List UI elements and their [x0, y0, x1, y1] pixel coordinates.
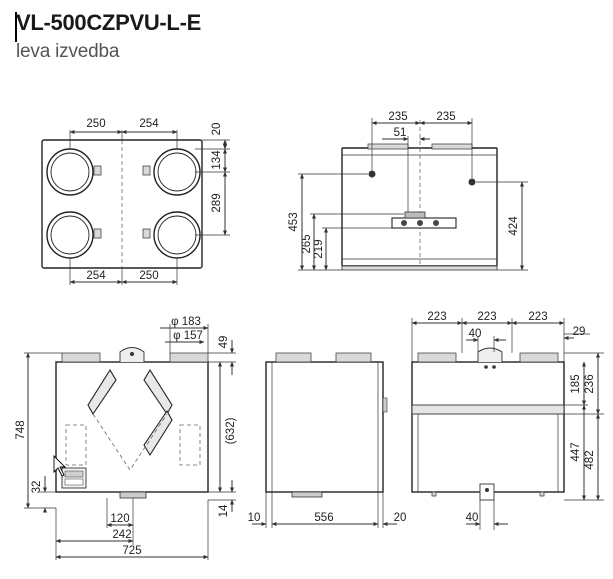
dim-right-view-236: 236 — [584, 374, 596, 393]
dim-front-view-top-49: 49 — [218, 336, 230, 349]
duct-collar-bottom-right — [153, 211, 201, 259]
dim-middle-view-10: 10 — [248, 512, 261, 524]
dim-side-view-right-1: 424 — [508, 216, 520, 236]
dim-top-view-bottom-1: 254 — [86, 270, 106, 282]
side-view-flange — [431, 143, 473, 150]
dim-top-view-right-2: 134 — [211, 150, 223, 170]
mount-hole-icon — [468, 178, 476, 186]
dim-top-view-top-1: 250 — [86, 118, 105, 130]
mount-hole-icon — [368, 170, 376, 178]
dim-top-view-bottom-2: 250 — [139, 270, 158, 282]
dim-right-view-482: 482 — [584, 450, 596, 469]
dim-middle-view-556: 556 — [314, 512, 333, 524]
front-view-collar — [61, 352, 101, 363]
front-view-collar — [169, 352, 209, 363]
label-plate-icon — [93, 165, 102, 176]
dim-right-view-top-3: 223 — [528, 311, 547, 323]
dim-front-view-bottom-120: 120 — [110, 513, 129, 525]
top-view: 250 254 254 250 20 134 289 — [41, 118, 230, 285]
side-view-bracket — [391, 211, 457, 229]
dim-right-view-185: 185 — [570, 374, 582, 393]
dim-right-view-top-40: 40 — [469, 328, 482, 340]
dim-top-view-right-3: 289 — [211, 193, 223, 212]
middle-view-housing — [265, 361, 384, 493]
side-view-housing — [341, 147, 498, 267]
dim-right-view-bottom-40: 40 — [466, 512, 479, 524]
dim-right-view-447: 447 — [570, 442, 582, 461]
dim-front-view-bottom-242: 242 — [112, 529, 131, 541]
front-view-heat-exchanger-right-lower — [143, 409, 173, 457]
dim-front-view-left-748: 748 — [15, 420, 27, 439]
dim-front-view-phi-157: φ 157 — [173, 330, 203, 342]
dim-side-view-left-3: 219 — [313, 239, 325, 258]
label-plate-icon — [142, 228, 151, 239]
duct-collar-top-right — [153, 148, 201, 196]
label-plate-icon — [142, 165, 151, 176]
dim-middle-view-20: 20 — [394, 512, 407, 524]
dim-top-view-top-2: 254 — [139, 118, 159, 130]
dim-side-view-top-3: 51 — [394, 127, 407, 139]
middle-view-collar — [335, 352, 372, 363]
mouse-pointer-icon — [53, 454, 67, 477]
side-view-flange — [367, 143, 409, 150]
text-caret — [15, 12, 17, 42]
duct-collar-bottom-left — [46, 211, 94, 259]
label-plate-icon — [93, 228, 102, 239]
dim-front-view-right-632: (632) — [225, 417, 237, 444]
middle-view-collar — [275, 352, 312, 363]
right-view: 223 223 223 29 40 185 236 447 482 40 — [411, 311, 604, 530]
dim-right-view-top-1: 223 — [427, 311, 446, 323]
middle-view: 10 556 20 — [248, 352, 407, 528]
dim-side-view-top-1: 235 — [388, 111, 407, 123]
dim-side-view-left-1: 453 — [288, 212, 300, 231]
right-view-handle — [477, 347, 503, 362]
dim-right-view-top-2: 223 — [477, 311, 496, 323]
front-view: φ 183 φ 157 49 748 32 (632) 14 120 242 — [15, 316, 237, 560]
right-view-collar — [519, 352, 559, 363]
dim-front-view-phi-183: φ 183 — [171, 316, 201, 328]
right-view-collar — [417, 352, 457, 363]
dim-right-view-top-29: 29 — [573, 326, 586, 338]
page-title: VL-500CZPVU-L-E — [16, 10, 201, 35]
right-view-housing — [411, 361, 565, 493]
side-view: 235 235 51 453 265 219 424 — [288, 111, 528, 271]
dim-front-view-bottom-725: 725 — [122, 545, 141, 557]
dim-front-view-right-14: 14 — [218, 504, 230, 517]
page-subtitle: leva izvedba — [16, 41, 120, 62]
duct-collar-top-left — [46, 148, 94, 196]
dim-side-view-left-2: 265 — [301, 234, 313, 253]
dim-top-view-right-1: 20 — [211, 123, 223, 136]
dim-front-view-left-32: 32 — [31, 481, 43, 494]
dim-side-view-top-2: 235 — [436, 111, 455, 123]
